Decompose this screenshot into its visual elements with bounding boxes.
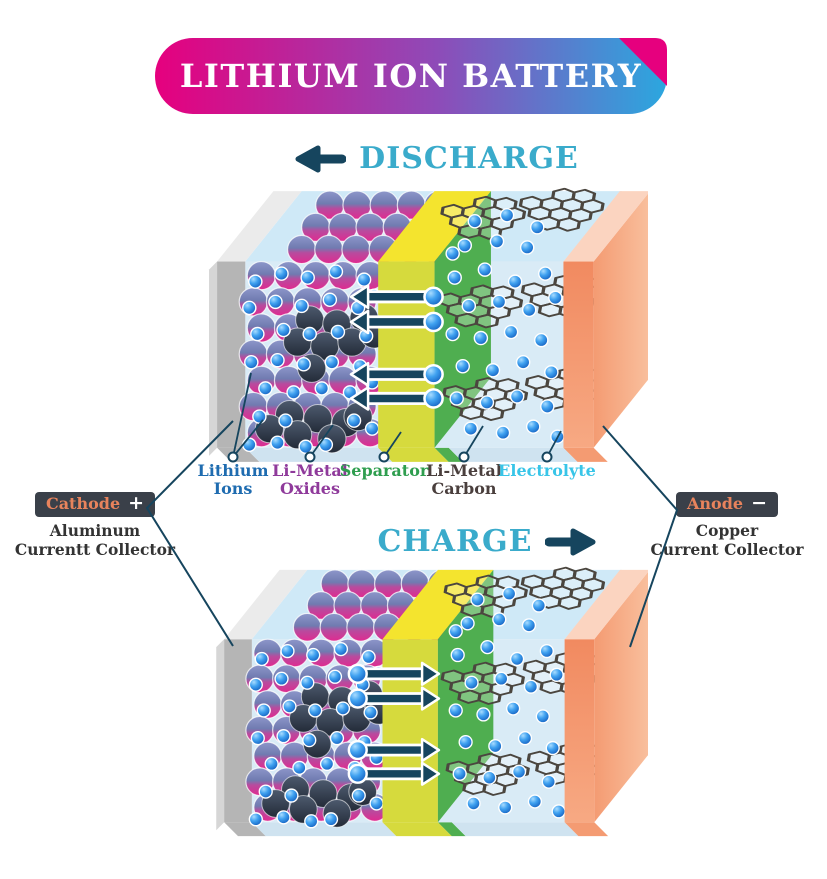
label-separator: Separator	[339, 461, 429, 480]
anode-badge: Anode −	[675, 492, 778, 517]
charge-header: CHARGE	[0, 524, 827, 559]
cathode-badge-label: Cathode	[45, 494, 121, 513]
charge-right-arrow-icon	[545, 528, 596, 555]
anode-group: Anode − Copper Current Collector	[642, 492, 812, 560]
title-banner: LITHIUM ION BATTERY	[155, 38, 667, 114]
label-electrolyte: Electrolyte	[498, 461, 596, 480]
page-title: LITHIUM ION BATTERY	[179, 57, 643, 95]
anode-description: Copper Current Collector	[650, 521, 804, 560]
label-li-metal-carbon: Li-Metal Carbon	[426, 461, 502, 499]
label-li-metal-oxides: Li-Metal Oxides	[272, 461, 348, 499]
cathode-badge: Cathode +	[34, 492, 156, 517]
battery-diagram-charge	[216, 566, 648, 837]
discharge-header: DISCHARGE	[0, 141, 827, 176]
charge-label: CHARGE	[377, 524, 533, 559]
label-lithium-ions: Lithium Ions	[197, 461, 269, 499]
minus-icon: −	[751, 492, 767, 514]
discharge-label: DISCHARGE	[359, 141, 579, 176]
cathode-description: Aluminum Currentt Collector	[14, 521, 176, 560]
battery-diagram-discharge	[209, 187, 648, 462]
cathode-group: Cathode + Aluminum Currentt Collector	[10, 492, 180, 560]
anode-badge-label: Anode	[686, 494, 744, 513]
plus-icon: +	[128, 492, 145, 514]
folded-corner-icon	[619, 38, 667, 86]
discharge-left-arrow-icon	[295, 145, 347, 172]
